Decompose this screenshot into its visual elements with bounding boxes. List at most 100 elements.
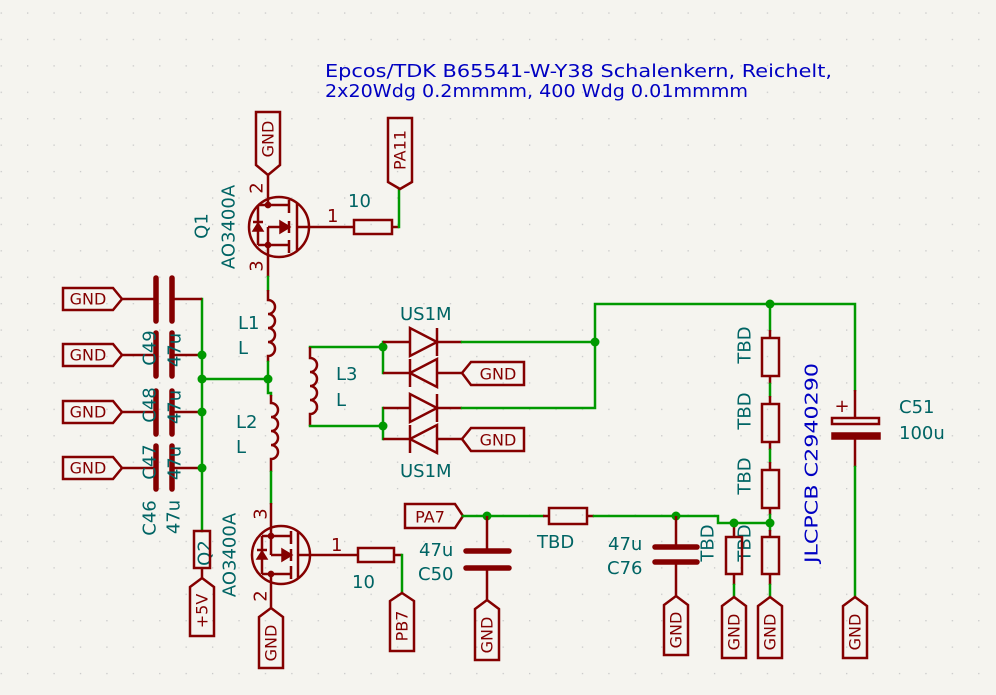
capacitor-c76[interactable]: 47u C76 (607, 516, 700, 596)
resistor-filter[interactable]: TBD (536, 506, 594, 553)
capacitor-reference: C76 (607, 558, 642, 579)
capacitor-c50[interactable]: 47u C50 (418, 516, 512, 600)
net-label-pa7[interactable]: PA7 (403, 502, 465, 530)
inductor-value: L (236, 437, 246, 458)
inductor-value: L (336, 390, 346, 411)
power-gnd-cap-1[interactable]: GND (61, 286, 124, 312)
power-gnd-divider[interactable]: GND (756, 595, 784, 660)
power-gnd-diode-1[interactable]: GND (460, 360, 526, 387)
resistor-divider-2[interactable]: TBD (735, 392, 781, 450)
junction[interactable] (197, 463, 207, 473)
resistor-q2-gate[interactable]: 10 (352, 546, 402, 593)
net-label-pa11[interactable]: PA11 (386, 116, 414, 191)
capacitor-value-c48: 47u (165, 390, 186, 424)
power-gnd-cap-2[interactable]: GND (61, 342, 124, 368)
power-gnd-label: GND (846, 614, 865, 651)
note-line-1: Epcos/TDK B65541-W-Y38 Schalenkern, Reic… (325, 61, 832, 82)
inductor-l1[interactable]: L1 L (238, 290, 277, 362)
power-gnd-c51[interactable]: GND (841, 595, 869, 660)
polarity-plus: + (834, 396, 849, 417)
inductor-l2[interactable]: L2 L (236, 395, 280, 472)
capacitor-reference: C51 (899, 397, 934, 418)
resistor-value: TBD (735, 524, 756, 562)
resistor-supply[interactable] (192, 529, 212, 578)
junction[interactable] (378, 421, 388, 431)
power-gnd-label: GND (725, 614, 744, 651)
junction[interactable] (765, 518, 775, 528)
power-gnd-label: GND (478, 617, 497, 654)
capacitor-input-3[interactable] (122, 388, 202, 437)
capacitor-reference-c46: C46 (140, 500, 161, 535)
capacitor-input-2[interactable] (122, 330, 202, 379)
diode-2[interactable] (383, 356, 462, 390)
net-label-text: PB7 (393, 611, 412, 642)
resistor-value: TBD (735, 457, 756, 495)
junction[interactable] (590, 337, 600, 347)
power-gnd-cap-4[interactable]: GND (61, 455, 124, 481)
q2-pin-gate: 1 (331, 535, 342, 556)
power-gnd-label: GND (480, 365, 517, 384)
diode-value-top: US1M (400, 304, 452, 325)
power-gnd-sense[interactable]: GND (720, 595, 748, 660)
power-gnd-c76[interactable]: GND (662, 594, 690, 657)
mosfet-q1[interactable]: 2 3 1 Q1 AO3400A (192, 175, 355, 277)
q1-pin-gate: 1 (327, 206, 338, 227)
junction[interactable] (263, 374, 273, 384)
capacitor-value-c47: 47u (165, 446, 186, 480)
diode-1[interactable] (383, 325, 462, 359)
power-gnd-q2-source[interactable]: GND (257, 606, 285, 670)
power-gnd-label: GND (480, 431, 517, 450)
power-gnd-cap-3[interactable]: GND (61, 399, 124, 425)
diode-3[interactable] (383, 391, 462, 425)
power-gnd-label: GND (70, 459, 107, 478)
resistor-value: 10 (348, 191, 371, 212)
inductor-reference: L3 (336, 364, 357, 385)
power-gnd-label: GND (70, 403, 107, 422)
q1-reference: Q1 (192, 213, 213, 239)
net-label-text: PA7 (415, 508, 445, 527)
power-gnd-label: GND (761, 614, 780, 651)
capacitor-input-1[interactable] (122, 275, 202, 324)
capacitor-input-4[interactable] (122, 443, 202, 492)
note-line-2: 2x20Wdg 0.2mmmm, 400 Wdg 0.01mmmm (325, 81, 748, 102)
q1-pin-drain: 2 (247, 182, 268, 193)
capacitor-value-c49: 47u (165, 333, 186, 367)
note-text[interactable]: Epcos/TDK B65541-W-Y38 Schalenkern, Reic… (325, 61, 832, 102)
q2-pin-top: 3 (251, 508, 272, 519)
diode-4[interactable] (383, 422, 462, 456)
power-gnd-diode-2[interactable]: GND (460, 426, 526, 453)
junction[interactable] (378, 342, 388, 352)
q1-value: AO3400A (219, 184, 240, 269)
resistor-sense[interactable]: TBD (698, 523, 744, 585)
diode-value-bottom: US1M (400, 461, 452, 482)
wire[interactable] (460, 302, 857, 410)
power-gnd-label: GND (667, 612, 686, 649)
junction[interactable] (197, 350, 207, 360)
power-gnd-label: GND (259, 121, 278, 158)
q2-value: AO3400A (220, 512, 241, 597)
capacitor-value: 47u (608, 534, 642, 555)
net-label-text: PA11 (391, 130, 410, 170)
resistor-value: TBD (698, 524, 719, 562)
power-5v[interactable]: +5V (188, 576, 216, 638)
resistor-value: TBD (735, 326, 756, 364)
resistor-divider-3[interactable]: TBD (735, 457, 781, 515)
resistor-divider-4[interactable]: TBD (735, 524, 781, 585)
power-gnd-label: GND (70, 346, 107, 365)
capacitor-c51[interactable]: + C51 100u (830, 390, 945, 467)
power-gnd-q1-drain[interactable]: GND (254, 110, 282, 177)
resistor-value: TBD (735, 392, 756, 430)
wire[interactable] (592, 514, 772, 525)
junction[interactable] (197, 407, 207, 417)
junction[interactable] (729, 518, 739, 528)
inductor-reference: L2 (236, 412, 257, 433)
part-number-note[interactable]: JLCPCB C2940290 (802, 363, 823, 564)
junction[interactable] (197, 374, 207, 384)
resistor-divider-1[interactable]: TBD (735, 326, 781, 384)
power-gnd-c50[interactable]: GND (473, 598, 501, 662)
resistor-value: TBD (536, 532, 574, 553)
inductor-l3[interactable]: L3 L (308, 347, 357, 426)
net-label-pb7[interactable]: PB7 (388, 591, 416, 653)
